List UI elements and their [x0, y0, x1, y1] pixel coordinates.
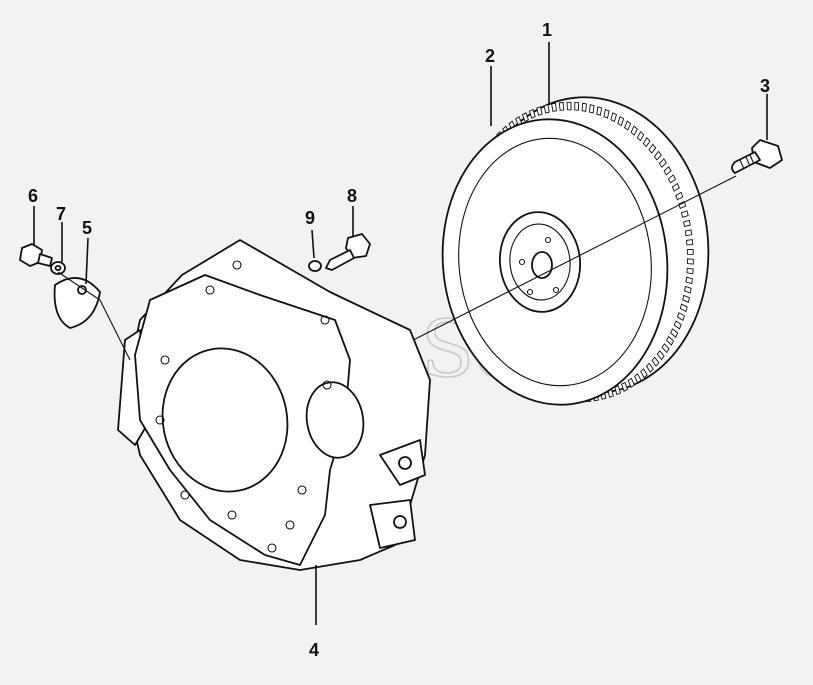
- gear-tooth: [648, 143, 657, 154]
- gear-tooth: [610, 112, 618, 123]
- gear-tooth: [574, 101, 580, 111]
- gear-tooth: [665, 335, 675, 346]
- gear-tooth: [653, 150, 662, 161]
- callout-2: 2: [485, 46, 495, 66]
- gear-tooth: [596, 106, 603, 116]
- washer: [50, 261, 66, 275]
- cover-plate: [53, 277, 101, 329]
- gear-tooth: [630, 125, 638, 136]
- gear-tooth: [678, 200, 687, 210]
- gear-tooth: [551, 102, 557, 112]
- gear-tooth: [686, 267, 694, 275]
- gear-tooth: [686, 248, 694, 255]
- callout-3: 3: [760, 76, 770, 96]
- gear-tooth: [679, 303, 688, 313]
- gear-tooth: [627, 377, 635, 388]
- flywheel-bolt: [731, 139, 783, 174]
- callout-5: 5: [82, 218, 92, 238]
- gear-tooth: [528, 108, 536, 119]
- cover-leader-line: [57, 271, 131, 361]
- gear-tooth: [581, 102, 587, 112]
- callout-8: 8: [347, 186, 357, 206]
- gear-tooth: [661, 343, 670, 354]
- gear-tooth: [663, 166, 672, 176]
- housing-washer: [308, 260, 322, 272]
- gear-tooth: [685, 239, 694, 246]
- callout-1: 1: [542, 20, 552, 40]
- gear-tooth: [536, 106, 543, 116]
- gear-tooth: [624, 120, 632, 131]
- gear-tooth: [671, 182, 680, 192]
- gear-tooth: [686, 258, 694, 265]
- gear-tooth: [682, 294, 690, 303]
- callout-9: 9: [305, 208, 315, 228]
- gear-tooth: [621, 381, 629, 392]
- callout-7: 7: [56, 204, 66, 224]
- gear-tooth: [566, 101, 572, 111]
- gear-tooth: [588, 104, 595, 114]
- gear-tooth: [521, 112, 529, 123]
- gear-tooth: [558, 102, 565, 111]
- gear-tooth: [667, 174, 676, 184]
- gear-tooth: [634, 373, 642, 384]
- gear-tooth: [617, 115, 625, 127]
- flywheel-housing: [117, 239, 431, 571]
- cover-bolt: [19, 243, 53, 267]
- gear-tooth: [684, 285, 692, 294]
- gear-tooth: [680, 210, 689, 218]
- gear-tooth: [684, 229, 693, 237]
- gear-tooth: [675, 191, 684, 201]
- gear-tooth: [685, 276, 693, 285]
- housing-bolt: [325, 233, 371, 271]
- callout-6: 6: [28, 186, 38, 206]
- gear-tooth: [670, 328, 679, 338]
- gear-tooth: [543, 104, 550, 114]
- gear-tooth: [636, 130, 645, 142]
- gear-tooth: [645, 362, 654, 373]
- gear-tooth: [658, 158, 667, 168]
- gear-tooth: [656, 350, 665, 361]
- gear-tooth: [603, 108, 610, 119]
- gear-tooth: [673, 320, 682, 330]
- gear-tooth: [640, 368, 648, 379]
- gear-tooth: [642, 137, 651, 148]
- gear-tooth: [676, 312, 686, 321]
- gear-tooth: [614, 385, 622, 396]
- gear-tooth: [683, 219, 691, 227]
- flywheel: [441, 96, 710, 406]
- gear-tooth: [651, 356, 660, 367]
- callout-4: 4: [309, 640, 319, 660]
